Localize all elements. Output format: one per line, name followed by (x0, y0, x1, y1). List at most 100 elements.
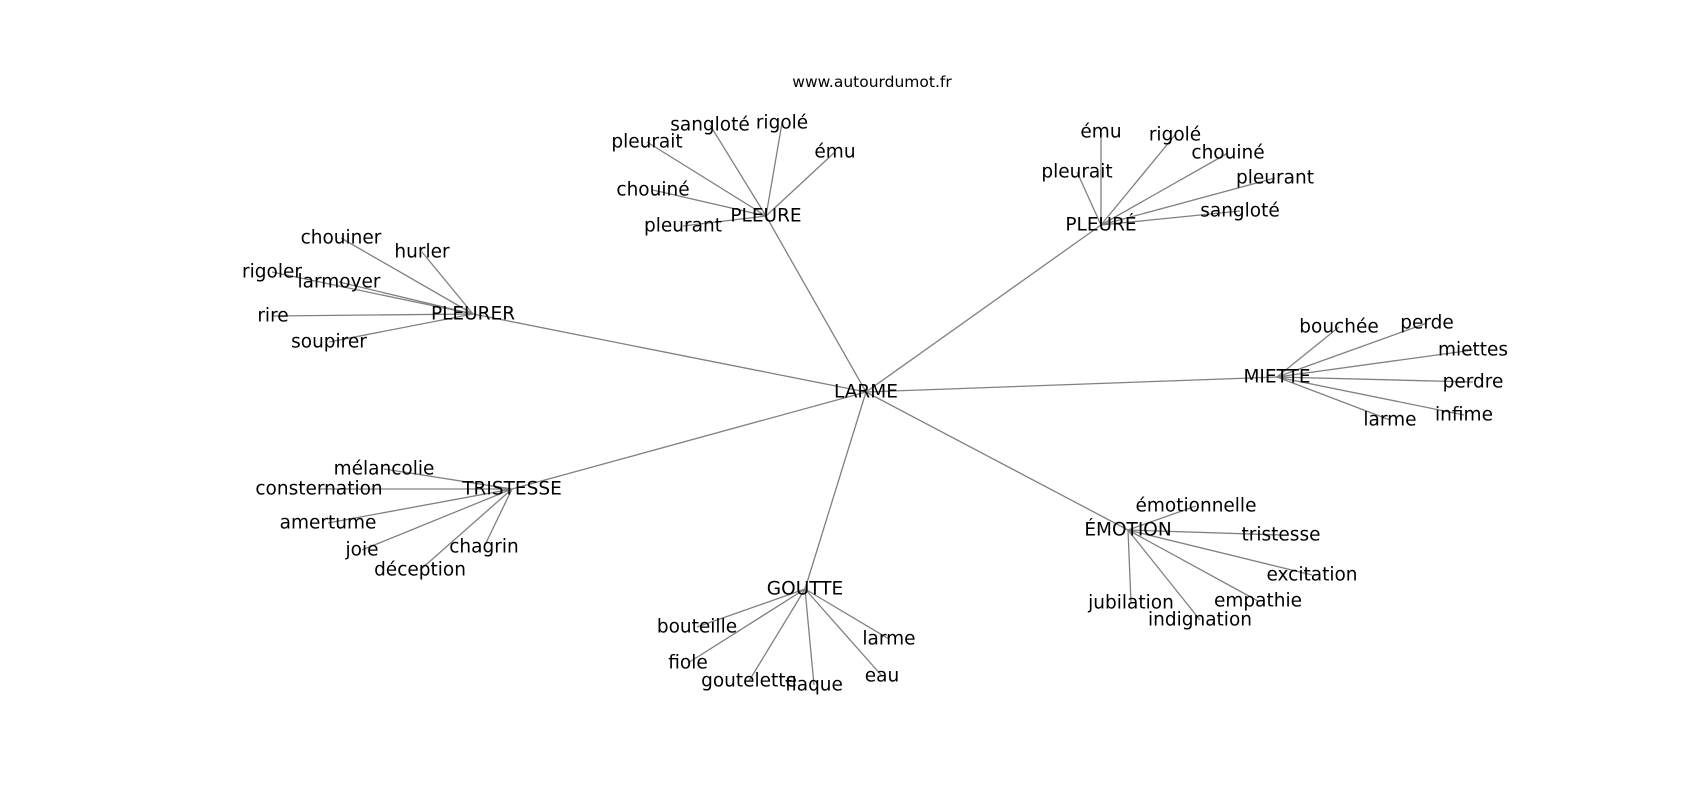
edge-tristesse_h-t_melancolie (383, 468, 513, 490)
hub-node-miette: MIETTE (1243, 367, 1310, 388)
edge-pleurer-p3_chouiner (340, 237, 474, 315)
edge-emotion-e_empathie (1127, 529, 1259, 602)
word-node-t-deception: déception (374, 560, 466, 581)
edge-tristesse_h-t_joie (361, 488, 513, 551)
edge-goutte-g_eau (804, 588, 883, 677)
word-node-p2-pleurant: pleurant (1236, 168, 1314, 189)
edge-emotion-e_indignation (1127, 529, 1201, 621)
edge-tristesse_h-t_amertume (327, 488, 513, 524)
word-node-g-larme: larme (862, 629, 915, 650)
source-url: www.autourdumot.fr (792, 73, 952, 91)
word-node-p2-pleurait: pleurait (1041, 162, 1112, 183)
word-node-e-tristesse: tristesse (1242, 525, 1321, 546)
edge-emotion-e_excitation (1127, 529, 1313, 576)
edge-emotion-e_jubilation (1127, 529, 1132, 604)
word-node-t-amertume: amertume (280, 513, 377, 534)
word-node-p1-sangl: sangloté (670, 115, 750, 136)
hub-node-pleure: PLEURE (730, 206, 801, 227)
edge-miette-m_miettes (1276, 349, 1474, 378)
hub-node-larme-c: LARME (834, 382, 898, 403)
edge-emotion-e_tristesse (1127, 529, 1282, 536)
word-node-m-larme: larme (1363, 410, 1416, 431)
edge-goutte-g_goutelette (748, 588, 806, 682)
word-node-t-joie: joie (345, 540, 379, 561)
word-node-p3-rigoler: rigoler (242, 262, 302, 283)
word-node-p1-pleurait: pleurait (611, 132, 682, 153)
edge-miette-m_perdre (1276, 376, 1474, 383)
edge-larme_c-pleurer (472, 313, 867, 393)
word-node-e-jubilation: jubilation (1087, 593, 1174, 614)
edge-miette-m_infime (1276, 376, 1465, 416)
edge-goutte-g_fiole (687, 588, 806, 664)
edge-pleure_acc-p2_pleurait (1076, 171, 1102, 226)
word-node-t-consternation: consternation (255, 479, 382, 500)
edge-pleurer-p3_rigoler (271, 271, 474, 315)
edge-pleure-p1_rigole (765, 122, 783, 217)
edge-pleure-p1_pleurant (682, 215, 767, 227)
word-node-p3-hurler: hurler (394, 242, 450, 263)
word-node-g-bouteille: bouteille (657, 617, 737, 638)
word-node-g-eau: eau (865, 666, 899, 687)
hub-node-pleurer: PLEURER (431, 304, 515, 325)
edge-pleurer-p3_soupirer (328, 313, 474, 343)
edge-pleurer-p3_rire (272, 313, 474, 317)
word-node-m-perdre: perdre (1443, 372, 1504, 393)
hub-node-emotion: ÉMOTION (1084, 519, 1171, 541)
edge-miette-m_bouchee (1276, 326, 1340, 378)
word-node-p2-chouine: chouiné (1191, 143, 1264, 164)
edge-goutte-g_bouteille (696, 588, 806, 628)
word-node-g-goutelette: goutelette (701, 671, 797, 692)
edge-tristesse_h-t_chagrin (483, 488, 513, 548)
word-node-p1-pleurant: pleurant (644, 216, 722, 237)
word-node-p2-sangl: sangloté (1200, 201, 1280, 222)
edge-larme_c-goutte (804, 391, 867, 590)
edge-goutte-g_larme (804, 588, 890, 640)
word-node-g-flaque: flaque (785, 675, 843, 696)
edge-miette-m_perde (1276, 322, 1428, 378)
edge-pleure_acc-p2_sangl (1100, 210, 1241, 226)
edge-emotion-e_emotionnelle (1127, 505, 1197, 531)
word-node-m-bouchee: bouchée (1299, 317, 1378, 338)
edge-pleure-p1_pleurait (646, 141, 767, 217)
edge-miette-m_larme (1276, 376, 1391, 421)
edge-pleure_acc-p2_pleurant (1100, 177, 1276, 226)
hub-node-goutte: GOUTTE (767, 579, 843, 600)
word-node-m-perde: perde (1400, 313, 1454, 334)
edge-pleure-p1_emu (765, 151, 836, 217)
edge-larme_c-tristesse_h (511, 391, 867, 490)
word-node-e-excitation: excitation (1266, 565, 1357, 586)
word-node-p3-chouiner: chouiner (301, 228, 382, 249)
edge-larme_c-miette (865, 376, 1278, 393)
word-node-m-infime: infime (1435, 405, 1493, 426)
edge-larme_c-pleure_acc (865, 224, 1102, 393)
word-node-e-empathie: empathie (1214, 591, 1302, 612)
word-node-p3-larmoyer: larmoyer (297, 272, 380, 293)
word-node-p2-rigole: rigolé (1149, 125, 1201, 146)
word-node-p1-emu: ému (814, 142, 855, 163)
edge-larme_c-pleure (765, 215, 867, 393)
word-node-e-indignation: indignation (1148, 610, 1252, 631)
word-node-t-melancolie: mélancolie (334, 459, 435, 480)
edge-pleurer-p3_hurler (421, 251, 474, 315)
edge-pleure-p1_sangl (709, 124, 767, 217)
word-node-p2-emu: ému (1080, 122, 1121, 143)
edge-pleurer-p3_larmoyer (338, 281, 474, 315)
edges-layer (271, 122, 1474, 686)
word-node-p3-soupirer: soupirer (291, 332, 367, 353)
word-node-m-miettes: miettes (1438, 340, 1508, 361)
edge-pleure-p1_chouine (652, 189, 767, 217)
edge-goutte-g_flaque (804, 588, 815, 686)
word-node-t-chagrin: chagrin (449, 537, 518, 558)
word-node-p1-chouine: chouiné (616, 180, 689, 201)
edge-pleure_acc-p2_rigole (1100, 134, 1176, 226)
edge-tristesse_h-t_deception (419, 488, 513, 571)
word-node-e-emotionnelle: émotionnelle (1136, 496, 1257, 517)
word-node-p3-rire: rire (257, 306, 288, 327)
word-node-p1-rigole: rigolé (756, 113, 808, 134)
word-node-g-fiole: fiole (668, 653, 708, 674)
edge-larme_c-emotion (865, 391, 1129, 531)
edge-pleure_acc-p2_chouine (1100, 152, 1229, 226)
hub-node-pleure-acc: PLEURÉ (1065, 214, 1136, 236)
